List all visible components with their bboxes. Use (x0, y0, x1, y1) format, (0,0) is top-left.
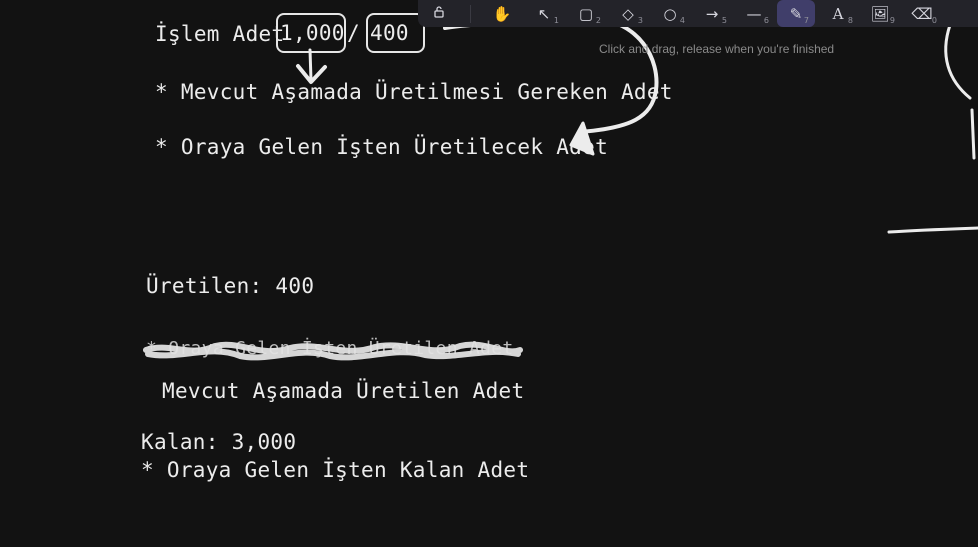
note-current-stage-required: * Mevcut Aşamada Üretilmesi Gereken Adet (155, 80, 673, 104)
curved-arrow-head (569, 121, 595, 156)
right-drawing-horizontal (887, 226, 978, 234)
shortcut-key: 7 (803, 16, 809, 25)
curved-arrow-stroke (443, 15, 659, 134)
lock-tool-button[interactable] (418, 0, 460, 27)
selection-tool-button[interactable]: ↖1 (523, 0, 565, 27)
ellipse-tool-button[interactable]: ○4 (649, 0, 691, 27)
pointer-icon: ↖ (537, 4, 551, 23)
part-value: 400 (370, 21, 409, 45)
draw-tool-button[interactable]: ✎7 (777, 0, 815, 27)
pencil-icon: ✎ (789, 4, 803, 23)
shortcut-key: 2 (595, 16, 601, 25)
diamond-icon: ◇ (622, 4, 634, 23)
image-tool-button[interactable]: 🖼9 (859, 0, 901, 27)
down-arrow-stroke (308, 48, 313, 82)
remaining-label: Kalan: 3,000 (141, 430, 297, 454)
part-value-box (366, 13, 425, 53)
hand-tool-button[interactable]: ✋ (481, 0, 523, 27)
tool-hint: Click and drag, release when you're fini… (599, 42, 835, 56)
eraser-icon: ⌫ (911, 4, 933, 23)
islem-adet-label: İşlem Adet (155, 22, 285, 46)
image-icon: 🖼 (870, 4, 890, 23)
text-icon: A (832, 4, 844, 23)
shortcut-key: 1 (553, 16, 559, 25)
line-icon: — (746, 4, 762, 23)
eraser-tool-button[interactable]: ⌫0 (901, 0, 943, 27)
remaining-note: * Oraya Gelen İşten Kalan Adet (141, 458, 530, 482)
shortcut-key: 0 (931, 16, 937, 25)
rectangle-icon: ▢ (578, 4, 594, 23)
shortcut-key: 5 (721, 16, 727, 25)
rectangle-tool-button[interactable]: ▢2 (565, 0, 607, 27)
scribble-strike (143, 341, 523, 361)
right-drawing-curve (944, 23, 972, 100)
shortcut-key: 9 (889, 16, 895, 25)
arrow-icon: → (705, 4, 719, 23)
down-arrow-head (296, 64, 327, 84)
shortcut-key: 6 (763, 16, 769, 25)
note-incoming-to-produce: * Oraya Gelen İşten Üretilecek Adet (155, 135, 609, 159)
lock-icon (432, 5, 446, 23)
shortcut-key: 4 (679, 16, 685, 25)
produced-note: Mevcut Aşamada Üretilen Adet (162, 379, 525, 403)
total-value: 1,000 (280, 21, 345, 45)
shortcut-key: 3 (637, 16, 643, 25)
arrow-tool-button[interactable]: →5 (691, 0, 733, 27)
right-drawing-vertical (970, 108, 976, 160)
ellipse-icon: ○ (663, 4, 677, 23)
produced-label: Üretilen: 400 (146, 274, 315, 298)
slash-separator: / (347, 21, 360, 45)
line-tool-button[interactable]: —6 (733, 0, 775, 27)
toolbar-separator (470, 4, 471, 23)
diamond-tool-button[interactable]: ◇3 (607, 0, 649, 27)
shortcut-key: 8 (847, 16, 853, 25)
hand-icon: ✋ (492, 4, 512, 23)
